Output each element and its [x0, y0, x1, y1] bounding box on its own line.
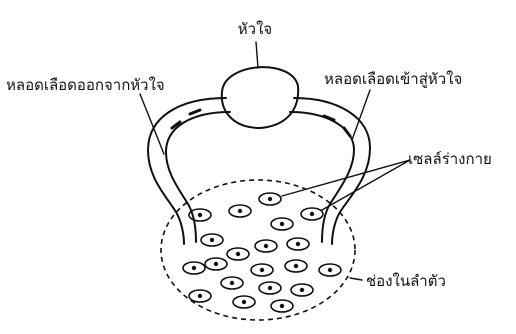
body-cavity-label: ช่องในลำตัว [366, 272, 446, 290]
heart-label: หัวใจ [238, 20, 272, 38]
artery-leader [140, 94, 164, 154]
vein-label: หลอดเลือดเข้าสู่หัวใจ [324, 70, 462, 88]
cell [287, 238, 309, 250]
cell [229, 205, 251, 217]
artery-vessel [148, 98, 230, 244]
cell [189, 290, 211, 302]
cell [183, 262, 205, 274]
cell [255, 240, 277, 252]
cell [233, 296, 255, 308]
body-cells [183, 193, 341, 312]
cavity-leader [350, 278, 362, 280]
cell [221, 277, 243, 289]
cell [271, 218, 293, 230]
cells-label: เซลล์ร่างกาย [408, 150, 492, 168]
cell [301, 208, 323, 220]
cell [251, 264, 273, 276]
vein-vessel [290, 98, 370, 244]
cell [259, 282, 281, 294]
cell [319, 264, 341, 276]
cell [201, 234, 223, 246]
heart [222, 67, 298, 128]
cells-leader-1 [282, 160, 410, 196]
heart-leader [256, 42, 258, 68]
artery-label: หลอดเลือดออกจากหัวใจ [6, 76, 165, 94]
cell [227, 248, 249, 260]
cell [205, 258, 227, 270]
cell [271, 300, 293, 312]
cell [291, 284, 313, 296]
cell [285, 260, 307, 272]
cell [259, 193, 281, 205]
